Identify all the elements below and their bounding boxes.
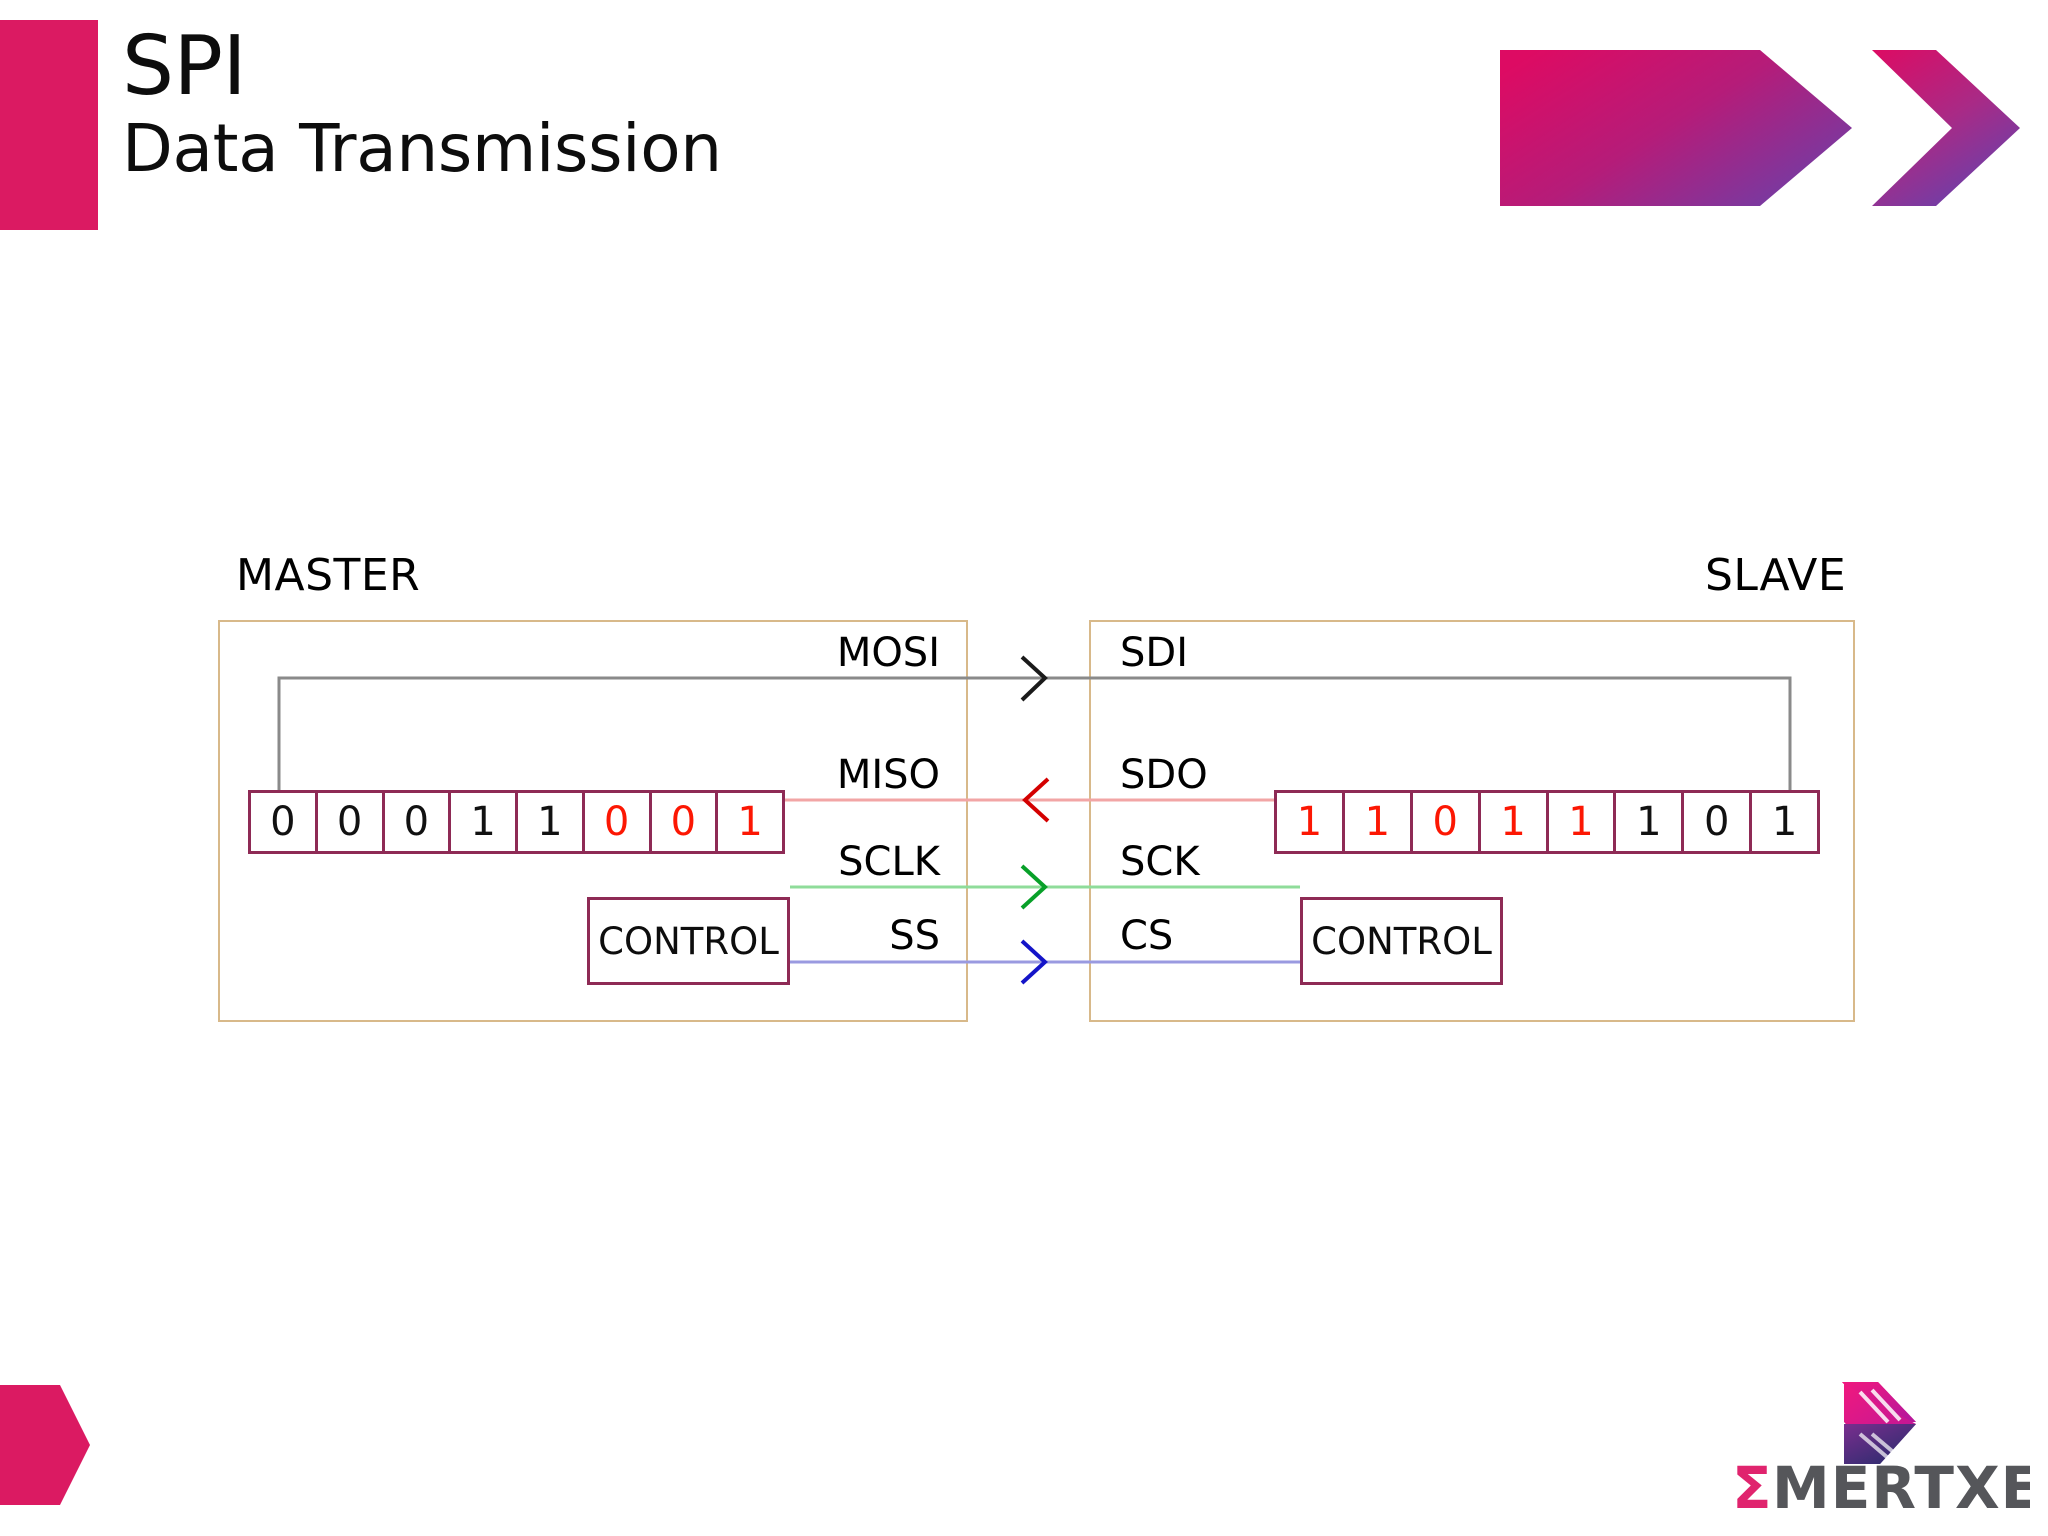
sclk-arrow-icon: [1020, 864, 1048, 910]
miso-arrow-icon: [1022, 777, 1050, 823]
master-label: MASTER: [236, 550, 421, 601]
footer-accent-shape: [0, 1385, 90, 1505]
slave-register-bit-2: 0: [1413, 793, 1481, 851]
signal-label-sck: SCK: [1120, 839, 1200, 885]
master-register-bit-6: 0: [652, 793, 719, 851]
brand-name: MERTXE: [1772, 1454, 2030, 1522]
master-register-bit-3: 1: [451, 793, 518, 851]
page-subtitle: Data Transmission: [122, 110, 722, 187]
master-register-bit-7: 1: [737, 799, 763, 845]
slave-control-box: CONTROL: [1300, 897, 1503, 985]
page-title-block: SPI Data Transmission: [122, 26, 1322, 186]
master-panel: [218, 620, 968, 1022]
master-control-box: CONTROL: [587, 897, 790, 985]
slave-register-bit-4: 1: [1549, 793, 1617, 851]
master-register-bit-0: 0: [251, 793, 318, 851]
slave-register-bit-0: 1: [1277, 793, 1345, 851]
brand-chevron-icon: [1842, 1382, 1916, 1464]
master-control-label: CONTROL: [598, 919, 779, 963]
master-register-bit-1: 0: [318, 793, 385, 851]
signal-label-sclk: SCLK: [838, 839, 940, 885]
brand-logo: Σ MERTXE: [1720, 1378, 2040, 1528]
master-register-bit-4: 1: [518, 793, 585, 851]
slave-register-bit-7: 1: [1771, 799, 1798, 845]
slave-panel: [1089, 620, 1855, 1022]
master-register-bit-2: 0: [385, 793, 452, 851]
ss-arrow-icon: [1020, 939, 1048, 985]
signal-label-sdo: SDO: [1120, 752, 1208, 798]
slave-register-bit-5: 1: [1616, 793, 1685, 851]
signal-label-mosi: MOSI: [836, 630, 940, 676]
slave-register-bit-3: 1: [1481, 793, 1549, 851]
header-banner-decoration: [1500, 50, 2020, 206]
brand-sigma: Σ: [1732, 1454, 1772, 1522]
signal-label-cs: CS: [1120, 913, 1174, 959]
signal-label-miso: MISO: [836, 752, 940, 798]
signal-label-ss: SS: [889, 913, 940, 959]
mosi-arrow-icon: [1020, 655, 1048, 702]
slave-label: SLAVE: [1705, 550, 1847, 601]
mosi-wire: [277, 676, 1792, 805]
signal-label-sdi: SDI: [1120, 630, 1188, 676]
slave-register-bit-6: 0: [1684, 793, 1753, 851]
page-title: SPI: [122, 19, 247, 114]
slave-control-label: CONTROL: [1311, 919, 1492, 963]
title-accent-bar: [0, 20, 98, 230]
master-register-bit-5: 0: [585, 793, 652, 851]
slave-register-bit-1: 1: [1345, 793, 1413, 851]
